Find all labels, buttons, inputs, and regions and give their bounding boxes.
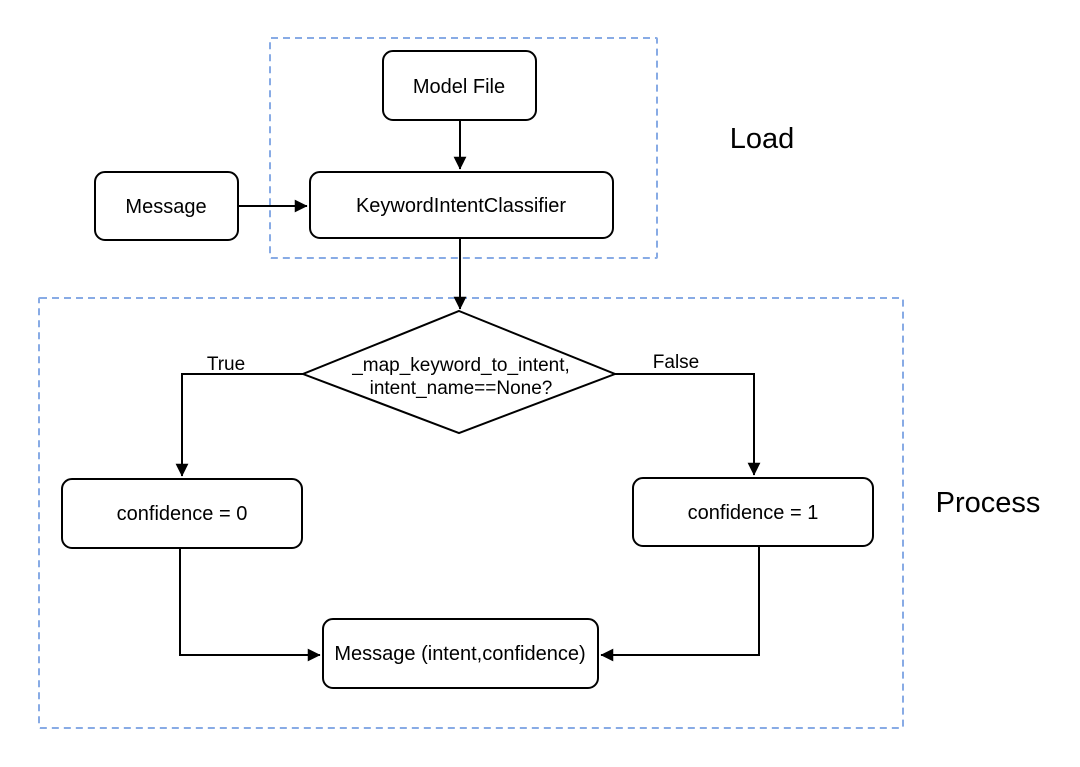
node-keyword-intent-classifier: KeywordIntentClassifier xyxy=(309,171,614,239)
edge-label-false: False xyxy=(653,352,699,373)
node-message-output-label: Message (intent,confidence) xyxy=(334,643,585,665)
node-confidence-one-label: confidence = 1 xyxy=(688,502,819,524)
node-confidence-one: confidence = 1 xyxy=(632,477,874,547)
process-group: Process xyxy=(38,297,1041,729)
node-decision-label-line1: _map_keyword_to_intent, xyxy=(351,355,570,376)
node-keyword-intent-classifier-label: KeywordIntentClassifier xyxy=(356,195,566,217)
edge-decision-true xyxy=(175,373,303,477)
edge-decision-false xyxy=(615,373,761,476)
load-group-border xyxy=(269,37,658,259)
node-message-input: Message xyxy=(94,171,239,241)
node-model-file-label: Model File xyxy=(413,76,505,98)
node-model-file-shape xyxy=(382,50,537,121)
node-message-input-shape xyxy=(94,171,239,241)
node-decision-shape xyxy=(300,309,618,435)
node-model-file: Model File xyxy=(382,50,537,121)
node-confidence-zero: confidence = 0 xyxy=(61,478,303,549)
node-message-input-label: Message xyxy=(125,196,206,218)
node-message-output: Message (intent,confidence) xyxy=(322,618,599,689)
node-keyword-intent-classifier-shape xyxy=(309,171,614,239)
node-decision-label-line2: intent_name==None? xyxy=(370,378,553,399)
process-group-border xyxy=(38,297,904,729)
node-decision: _map_keyword_to_intent, intent_name==Non… xyxy=(300,309,618,435)
edge-label-true: True xyxy=(207,354,245,375)
node-confidence-one-shape xyxy=(632,477,874,547)
node-confidence-zero-shape xyxy=(61,478,303,549)
node-message-output-shape xyxy=(322,618,599,689)
load-group-label: Load xyxy=(730,123,795,155)
edge-confidence-one-to-message-out xyxy=(600,546,760,662)
load-group: Load xyxy=(269,37,795,259)
process-group-label: Process xyxy=(936,487,1041,519)
edge-confidence-zero-to-message-out xyxy=(179,548,321,662)
node-confidence-zero-label: confidence = 0 xyxy=(117,503,248,525)
